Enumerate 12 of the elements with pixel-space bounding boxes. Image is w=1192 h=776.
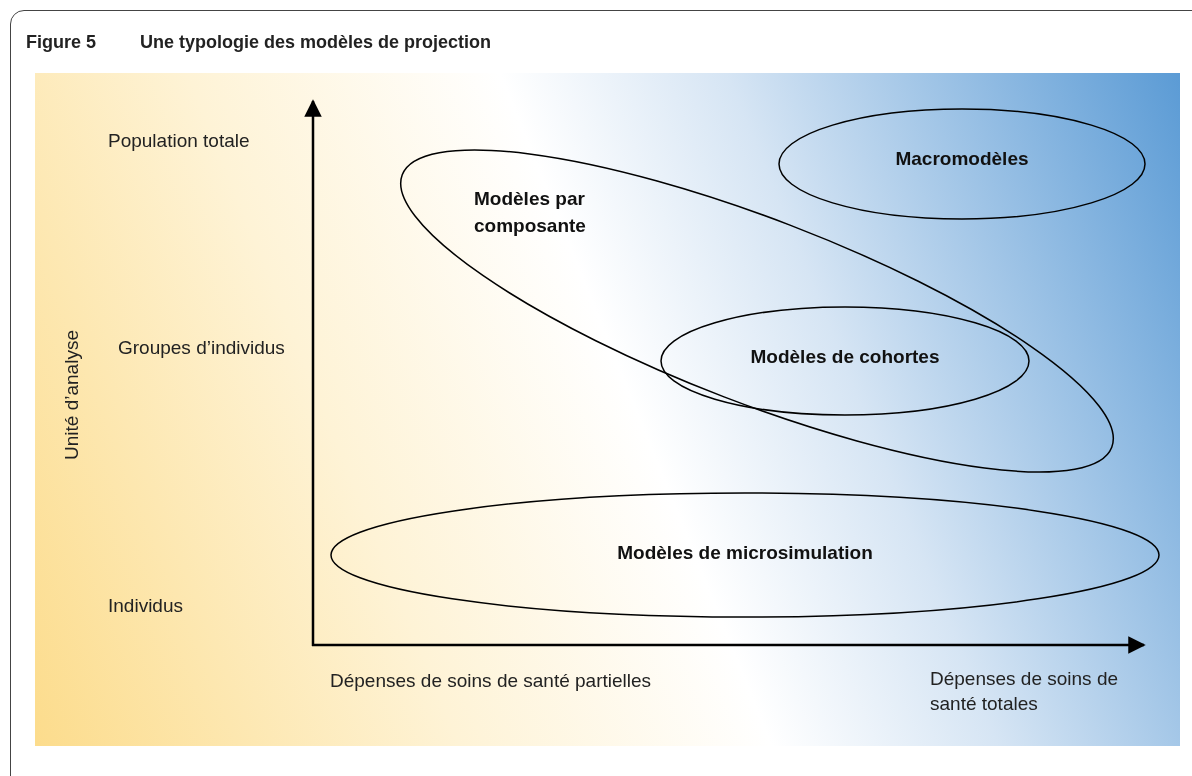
axis-tick-label: Groupes d’individus [118, 336, 285, 360]
category-label: Modèles par composante [474, 187, 587, 238]
axis-tick-label: Dépenses de soins de santé totales [930, 667, 1119, 716]
category-label: Modèles de microsimulation [616, 541, 874, 565]
category-label: Modèles de cohortes [749, 345, 941, 369]
axis-title: Unité d’analyse [59, 330, 83, 460]
category-label: Macromodèles [894, 147, 1030, 171]
figure-number: Figure 5 [26, 31, 96, 54]
figure-title: Une typologie des modèles de projection [140, 31, 492, 54]
axis-tick-label: Individus [108, 594, 183, 618]
axis-tick-label: Population totale [108, 129, 250, 153]
axis-tick-label: Dépenses de soins de santé partielles [330, 669, 652, 693]
